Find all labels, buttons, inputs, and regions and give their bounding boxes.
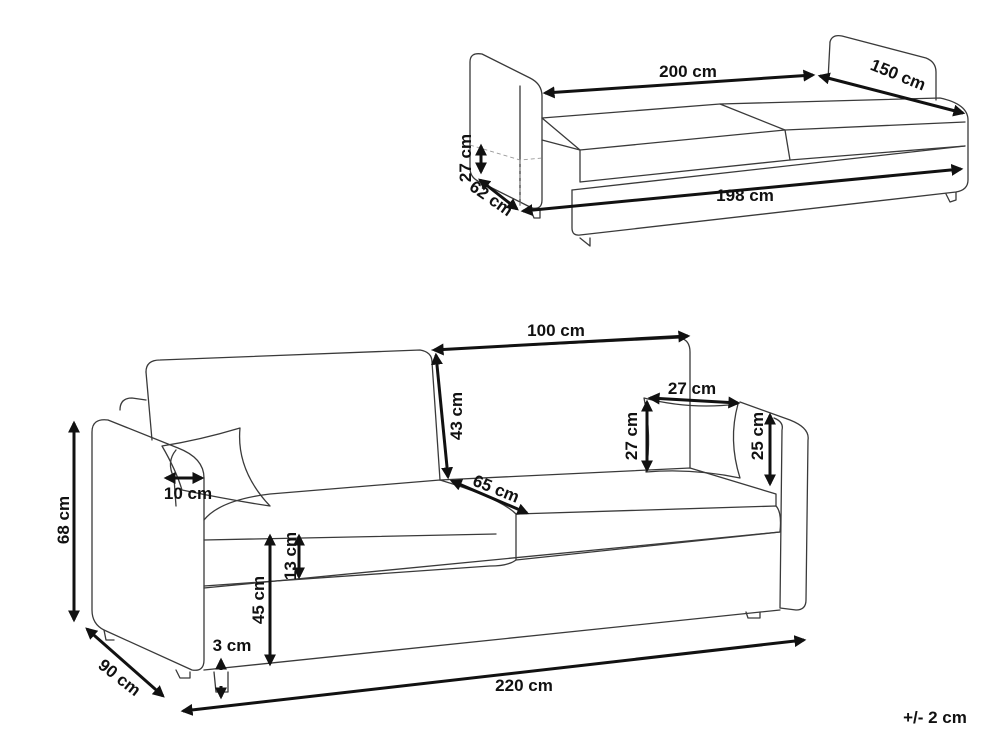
label-mattress-height: 27 cm bbox=[456, 134, 475, 182]
dim-65 bbox=[449, 479, 530, 515]
label-depth: 90 cm bbox=[95, 655, 145, 700]
label-total-height: 68 cm bbox=[54, 496, 73, 544]
label-back-cushion-width: 100 cm bbox=[527, 321, 585, 340]
label-bed-width: 150 cm bbox=[868, 55, 929, 94]
label-back-cushion-height: 43 cm bbox=[447, 392, 466, 440]
dim-200 bbox=[542, 69, 816, 99]
dim-220 bbox=[180, 635, 807, 716]
label-bed-length: 200 cm bbox=[659, 62, 717, 81]
label-armrest-height: 25 cm bbox=[748, 412, 767, 460]
dim-27-pillow-w bbox=[647, 392, 741, 409]
dim-198 bbox=[520, 163, 964, 217]
label-seat-height: 45 cm bbox=[249, 576, 268, 624]
dim-62 bbox=[478, 178, 519, 211]
dim-43 bbox=[430, 352, 454, 480]
label-armrest-width: 10 cm bbox=[164, 484, 212, 503]
label-cushion-height: 13 cm bbox=[281, 532, 300, 580]
label-inner-length: 198 cm bbox=[716, 186, 774, 205]
label-total-width: 220 cm bbox=[495, 676, 553, 695]
label-pillow-width: 27 cm bbox=[668, 379, 716, 398]
label-pillow-height: 27 cm bbox=[622, 412, 641, 460]
label-frame-depth: 62 cm bbox=[466, 177, 516, 220]
tolerance-label: +/- 2 cm bbox=[903, 708, 967, 727]
label-leg-height: 3 cm bbox=[213, 636, 252, 655]
dimension-lines bbox=[68, 69, 966, 716]
dim-100 bbox=[431, 330, 691, 356]
dim-150 bbox=[817, 72, 966, 117]
dim-90 bbox=[85, 627, 165, 698]
